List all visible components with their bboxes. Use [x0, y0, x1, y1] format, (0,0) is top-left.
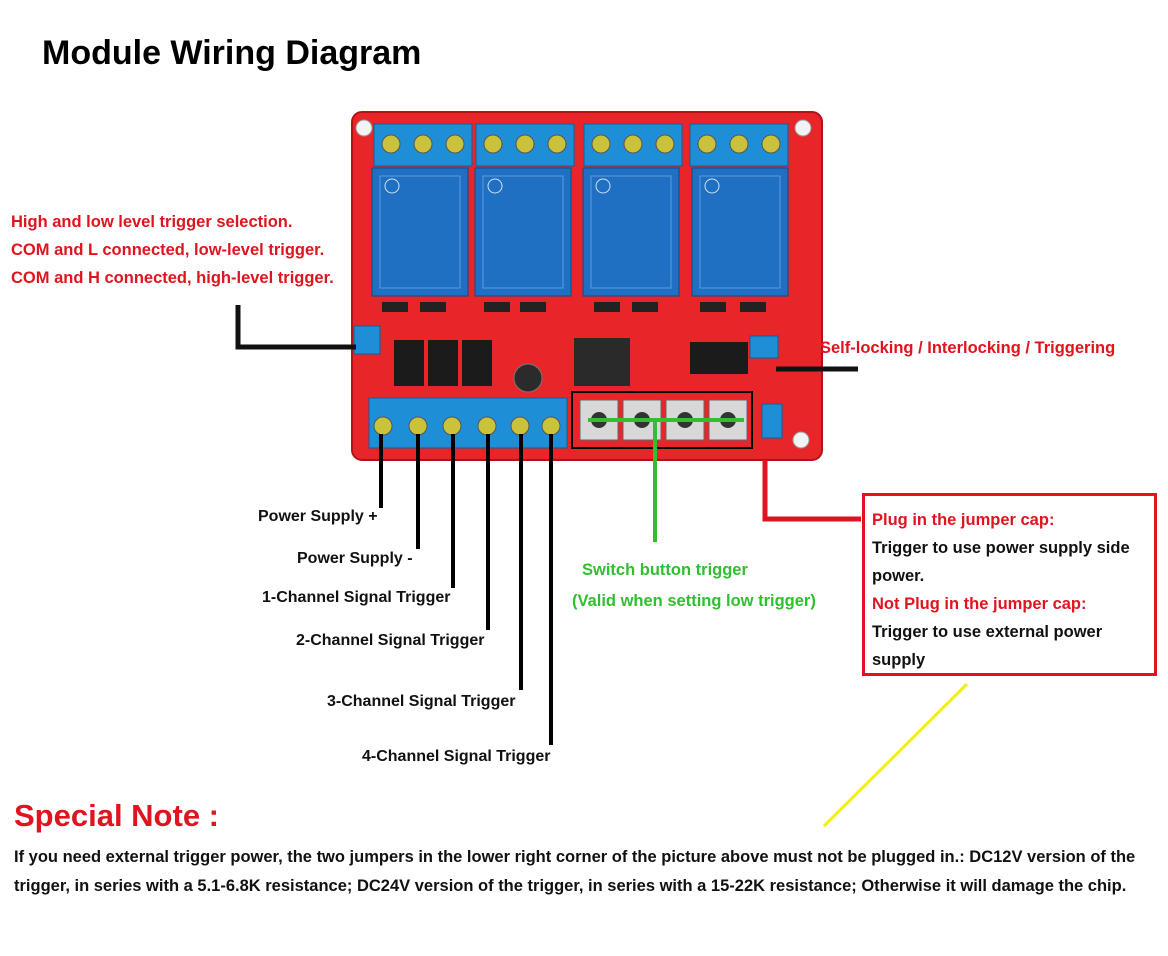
yellow-leader: [822, 682, 969, 828]
special-note-body: If you need external trigger power, the …: [14, 848, 1136, 895]
output-terminal-block-4: [689, 123, 789, 167]
output-terminal-block-1: [373, 123, 473, 167]
mounting-hole: [794, 119, 812, 137]
switch-label: Switch button trigger: [582, 561, 748, 579]
trigger-selection-line-2: COM and L connected, low-level trigger.: [11, 241, 325, 259]
jumper-noplug-title: Not Plug in the jumper cap:: [872, 595, 1087, 613]
relay-3: [582, 167, 680, 297]
trigger-select-jumper: [353, 325, 381, 355]
capacitor: [513, 363, 543, 393]
terminal-label-ch3: 3-Channel Signal Trigger: [327, 693, 516, 710]
special-note-title: Special Note :: [14, 798, 219, 833]
mode-label: Self-locking / Interlocking / Triggering: [820, 339, 1116, 357]
terminal-label-ch2: 2-Channel Signal Trigger: [296, 632, 485, 649]
jumper-leader: [762, 460, 861, 522]
jumper-plug-title: Plug in the jumper cap:: [872, 511, 1055, 529]
terminal-label-power-minus: Power Supply -: [297, 550, 413, 567]
trigger-selection-leader: [235, 305, 356, 350]
terminal-label-power-plus: Power Supply +: [258, 508, 378, 525]
mounting-hole: [355, 119, 373, 137]
voltage-regulator: [574, 338, 630, 386]
switch-sublabel: (Valid when setting low trigger): [572, 592, 816, 610]
diodes-and-leds: [382, 302, 766, 312]
terminal-label-ch4: 4-Channel Signal Trigger: [362, 748, 551, 765]
optocouplers: [394, 340, 492, 386]
relay-2: [474, 167, 572, 297]
mounting-hole: [792, 431, 810, 449]
trigger-selection-line-1: High and low level trigger selection.: [11, 213, 293, 231]
mode-select-jumper: [749, 335, 779, 359]
jumper-plug-text: Trigger to use power supply side power.: [872, 539, 1130, 585]
output-terminal-block-3: [583, 123, 683, 167]
output-terminal-block-2: [475, 123, 575, 167]
jumper-info-box: Plug in the jumper cap: Trigger to use p…: [862, 493, 1157, 676]
logic-chip: [690, 342, 748, 374]
relay-1: [371, 167, 469, 297]
power-jumper: [761, 403, 783, 439]
input-terminal-strip: [368, 397, 568, 449]
trigger-selection-line-3: COM and H connected, high-level trigger.: [11, 269, 334, 287]
terminal-label-ch1: 1-Channel Signal Trigger: [262, 589, 451, 606]
page-title: Module Wiring Diagram: [42, 34, 422, 72]
relay-4: [691, 167, 789, 297]
jumper-noplug-text: Trigger to use external power supply: [872, 623, 1103, 669]
